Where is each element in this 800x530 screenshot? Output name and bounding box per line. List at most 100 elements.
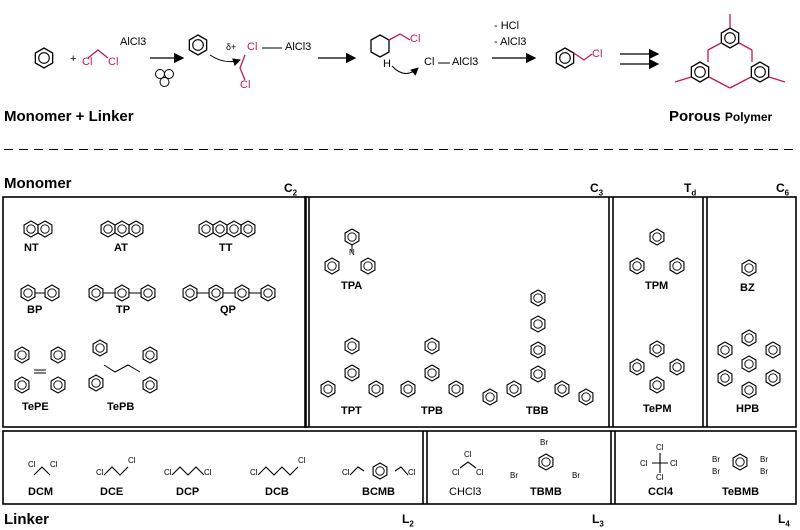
monomer-tbb: TBB (526, 405, 549, 417)
symmetry-c3: C3 (590, 181, 604, 198)
linker-ccl4: CCl4 (648, 486, 674, 498)
monomer-frame (2, 196, 797, 428)
symmetry-l3: L3 (592, 512, 604, 529)
tebmb-br-3: Br (760, 455, 768, 464)
biphenyl-icon (20, 284, 60, 302)
ccl4-cl-3: Cl (670, 459, 678, 468)
monomer-tpm: TPM (645, 280, 669, 292)
tebmb-br-1: Br (712, 455, 720, 464)
chcl3-cl-3: Cl (476, 468, 484, 477)
linker-dcp: DCP (176, 486, 200, 498)
byproduct-hcl: - HCl (494, 20, 520, 32)
tbmb-ring-icon (538, 453, 554, 471)
monomer-tepe: TePE (22, 401, 49, 413)
symmetry-c2: C2 (284, 181, 298, 198)
anthracene-icon (100, 220, 144, 238)
complex-cl-bottom: Cl (240, 79, 251, 91)
linker-header: Linker (4, 511, 50, 528)
monomer-bz: BZ (740, 282, 755, 294)
symmetry-td: Td (684, 181, 697, 198)
delta-label: δ+ (226, 42, 237, 52)
tebmb-br-4: Br (760, 467, 768, 476)
linker-dce: DCE (100, 486, 124, 498)
chcl3-cl-2: Cl (464, 450, 472, 459)
ccl4-cl-2: Cl (640, 459, 648, 468)
dcp-cl-2: Cl (204, 468, 212, 477)
sigma-cl: Cl (410, 33, 421, 45)
monomer-nt: NT (24, 242, 39, 254)
ccl4-cl-1: Cl (656, 443, 664, 452)
complex-cl: Cl (247, 41, 258, 53)
symmetry-l4: L4 (778, 512, 790, 529)
monomer-header: Monomer (4, 175, 72, 192)
linker-frame (2, 430, 797, 505)
symmetry-l2: L2 (402, 512, 414, 529)
dcm-cl-2: Cl (50, 460, 58, 469)
cl-anion: Cl (424, 56, 435, 68)
catalyst-label: AlCl3 (120, 36, 147, 48)
hexaphenylbenzene-icon (717, 329, 781, 399)
benzene-icon (34, 47, 54, 69)
polymer-network-icon (674, 14, 786, 89)
linker-bcmb: BCMB (362, 486, 395, 498)
monomer-tp: TP (116, 304, 131, 316)
tbmb-br-3: Br (572, 471, 580, 480)
monomer-bp: BP (27, 304, 43, 316)
chcl3-cl-1: Cl (452, 468, 460, 477)
chcl3-structure (459, 461, 477, 469)
dcp-structure (171, 466, 205, 476)
monomer-linker-panel (2, 196, 797, 505)
dcb-structure (257, 466, 299, 476)
benzyl-cl: Cl (592, 48, 603, 60)
bcmb-cl-2: Cl (408, 468, 416, 477)
triphenyltriazine-icon (320, 337, 384, 398)
monomer-tt: TT (219, 242, 233, 254)
symmetry-c6: C6 (776, 181, 790, 198)
ccl4-cl-4: Cl (656, 473, 664, 482)
linker-tebmb: TeBMB (722, 486, 760, 498)
linker-dcb: DCB (265, 486, 289, 498)
quaterphenyl-icon (182, 284, 276, 302)
monomer-tepm: TePM (643, 403, 672, 415)
dcm-structure (33, 466, 51, 476)
bcmb-structure-left (349, 466, 365, 476)
monomer-tpa: TPA (341, 280, 363, 292)
monomer-qp: QP (220, 304, 236, 316)
byproduct-alcl3: - AlCl3 (494, 36, 527, 48)
dcb-cl-2: Cl (298, 456, 306, 465)
dcm-cl-left: Cl (82, 56, 93, 68)
linker-tbmb: TBMB (530, 486, 562, 498)
dcm-cl-1: Cl (28, 460, 36, 469)
terphenyl-icon (88, 284, 156, 302)
benzene-monomer-icon (741, 259, 757, 277)
triphenylmethane-icon (629, 228, 685, 275)
triphenylbenzene-icon (400, 337, 464, 398)
tetracene-icon (198, 220, 256, 238)
monomer-linker-label: Monomer + Linker (4, 108, 134, 125)
bcmb-cl-1: Cl (342, 468, 350, 477)
tribiphenylbenzene-icon (482, 289, 594, 406)
monomer-tpt: TPT (341, 405, 362, 417)
dcm-cl-right: Cl (108, 56, 119, 68)
porous-label: Porous Polymer (669, 108, 773, 125)
bcmb-ring-icon (372, 462, 388, 480)
tbmb-br-1: Br (540, 438, 548, 447)
tebmb-br-2: Br (712, 467, 720, 476)
dce-cl-2: Cl (128, 456, 136, 465)
tetraphenylmethane-icon (629, 340, 685, 394)
monomer-tepb: TePB (107, 401, 135, 413)
dcp-cl-1: Cl (164, 468, 172, 477)
monomer-at: AT (114, 242, 128, 254)
alcl3-label-2: AlCl3 (452, 56, 479, 68)
triphenylamine-icon (324, 228, 376, 275)
reaction-scheme: + (4, 14, 796, 150)
dcb-cl-1: Cl (250, 468, 258, 477)
sigma-h: H (383, 58, 391, 70)
tetraphenylethylene-icon (14, 346, 66, 394)
monomer-tpb: TPB (421, 405, 443, 417)
bcmb-structure-right (394, 466, 409, 476)
monomer-hpb: HPB (736, 403, 760, 415)
naphthalene-icon (23, 220, 53, 238)
linker-dcm: DCM (28, 486, 54, 498)
ccl4-structure (652, 453, 668, 473)
